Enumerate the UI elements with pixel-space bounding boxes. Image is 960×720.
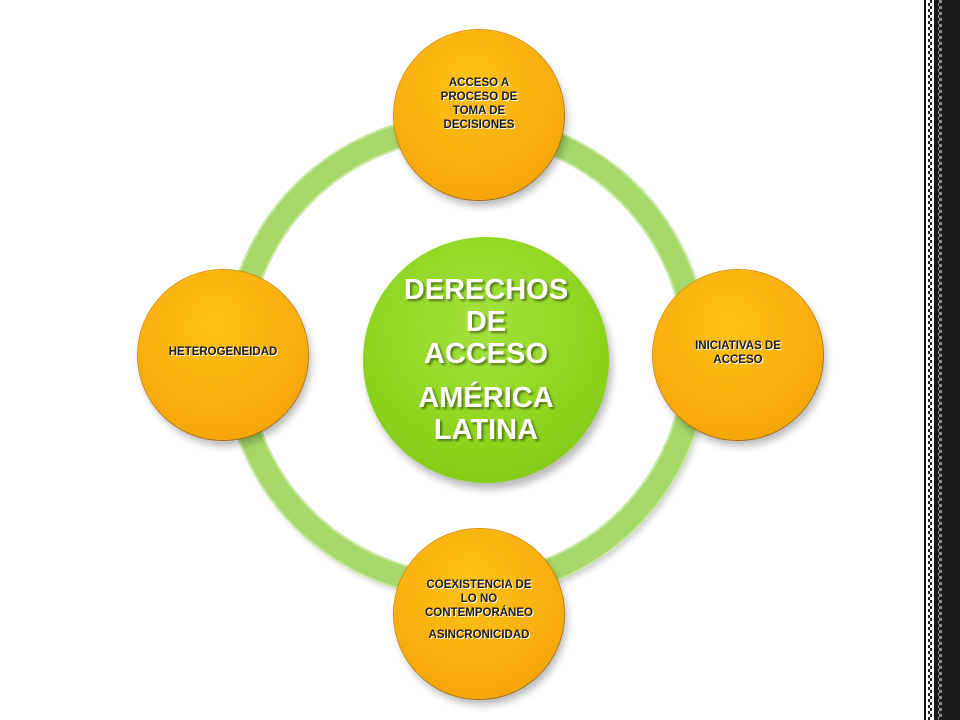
node-right: INICIATIVAS DE ACCESO [653, 270, 823, 440]
node-right-label: INICIATIVAS DE ACCESO [695, 340, 781, 366]
node-left-label: HETEROGENEIDAD [168, 346, 278, 358]
node-top: ACCESO A PROCESO DE TOMA DE DECISIONES [394, 30, 564, 200]
node-bottom-sublabel: ASINCRONICIDAD [428, 629, 530, 641]
center-circle: DERECHOS DE ACCESO AMÉRICA LATINA [363, 237, 609, 483]
node-bottom-label: COEXISTENCIA DE LO NO CONTEMPORÁNEO [425, 579, 533, 619]
center-title: DERECHOS DE ACCESO [403, 274, 569, 370]
right-frame-edge [924, 0, 960, 720]
center-subtitle: AMÉRICA LATINA [418, 382, 554, 446]
node-bottom: COEXISTENCIA DE LO NO CONTEMPORÁNEO ASIN… [394, 529, 564, 699]
node-top-label: ACCESO A PROCESO DE TOMA DE DECISIONES [440, 77, 518, 131]
node-left: HETEROGENEIDAD [138, 270, 308, 440]
